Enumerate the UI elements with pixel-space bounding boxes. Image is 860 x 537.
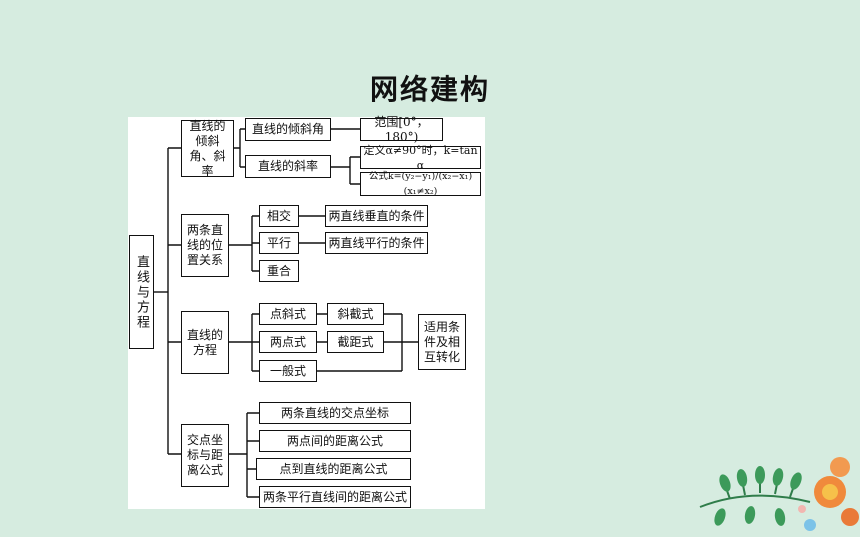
range-node: 范围[0°，180°) xyxy=(360,115,443,144)
incline-angle-node: 直线的倾斜角 xyxy=(245,118,331,141)
knowledge-diagram: 直线与方程 直线的倾斜角、斜率 直线的倾斜角 范围[0°，180°) 直线的斜率… xyxy=(128,115,485,509)
intersection-coordinate-node: 两条直线的交点坐标 xyxy=(259,402,411,424)
two-point-node: 两点式 xyxy=(259,331,317,353)
coincide-node: 重合 xyxy=(259,260,299,282)
point-line-distance-node: 点到直线的距离公式 xyxy=(256,458,411,480)
line-equation-node: 直线的方程 xyxy=(181,311,229,374)
slope-definition-node: 定义α≠90°时，k=tan α xyxy=(360,144,481,172)
position-relation-node: 两条直线的位置关系 xyxy=(181,214,229,277)
distance-formula-node: 交点坐标与距离公式 xyxy=(181,424,229,487)
parallel-condition-node: 两直线平行的条件 xyxy=(325,232,428,254)
floral-decoration-icon xyxy=(699,457,859,531)
point-point-distance-node: 两点间的距离公式 xyxy=(259,430,411,452)
root-node: 直线与方程 xyxy=(129,235,154,349)
slope-intercept-node: 斜截式 xyxy=(327,303,384,325)
conversion-node: 适用条件及相互转化 xyxy=(418,314,466,370)
angle-slope-node: 直线的倾斜角、斜率 xyxy=(181,119,234,178)
page-title: 网络建构 xyxy=(369,73,490,106)
slope-node: 直线的斜率 xyxy=(245,155,331,178)
general-form-node: 一般式 xyxy=(259,360,317,382)
intersect-node: 相交 xyxy=(259,205,299,227)
point-slope-node: 点斜式 xyxy=(259,303,317,325)
perpendicular-condition-node: 两直线垂直的条件 xyxy=(325,205,428,227)
parallel-node: 平行 xyxy=(259,232,299,254)
slope-formula-node: 公式k=(y₂−y₁)/(x₂−x₁) (x₁≠x₂) xyxy=(360,171,481,197)
intercept-node: 截距式 xyxy=(327,331,384,353)
parallel-lines-distance-node: 两条平行直线间的距离公式 xyxy=(259,486,411,508)
connector-lines xyxy=(153,128,418,498)
